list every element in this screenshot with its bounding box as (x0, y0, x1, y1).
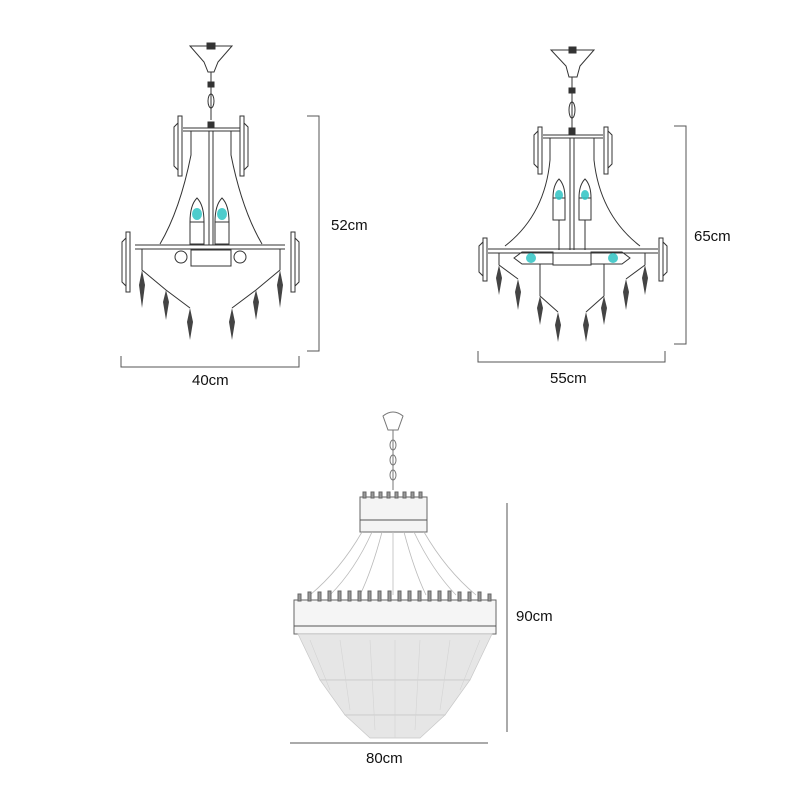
medium-height-label: 65cm (694, 228, 731, 245)
small-height-label: 52cm (331, 217, 368, 234)
large-height-label: 90cm (516, 608, 553, 625)
large-width-label: 80cm (366, 750, 403, 767)
small-width-label: 40cm (192, 372, 229, 389)
medium-width-label: 55cm (550, 370, 587, 387)
